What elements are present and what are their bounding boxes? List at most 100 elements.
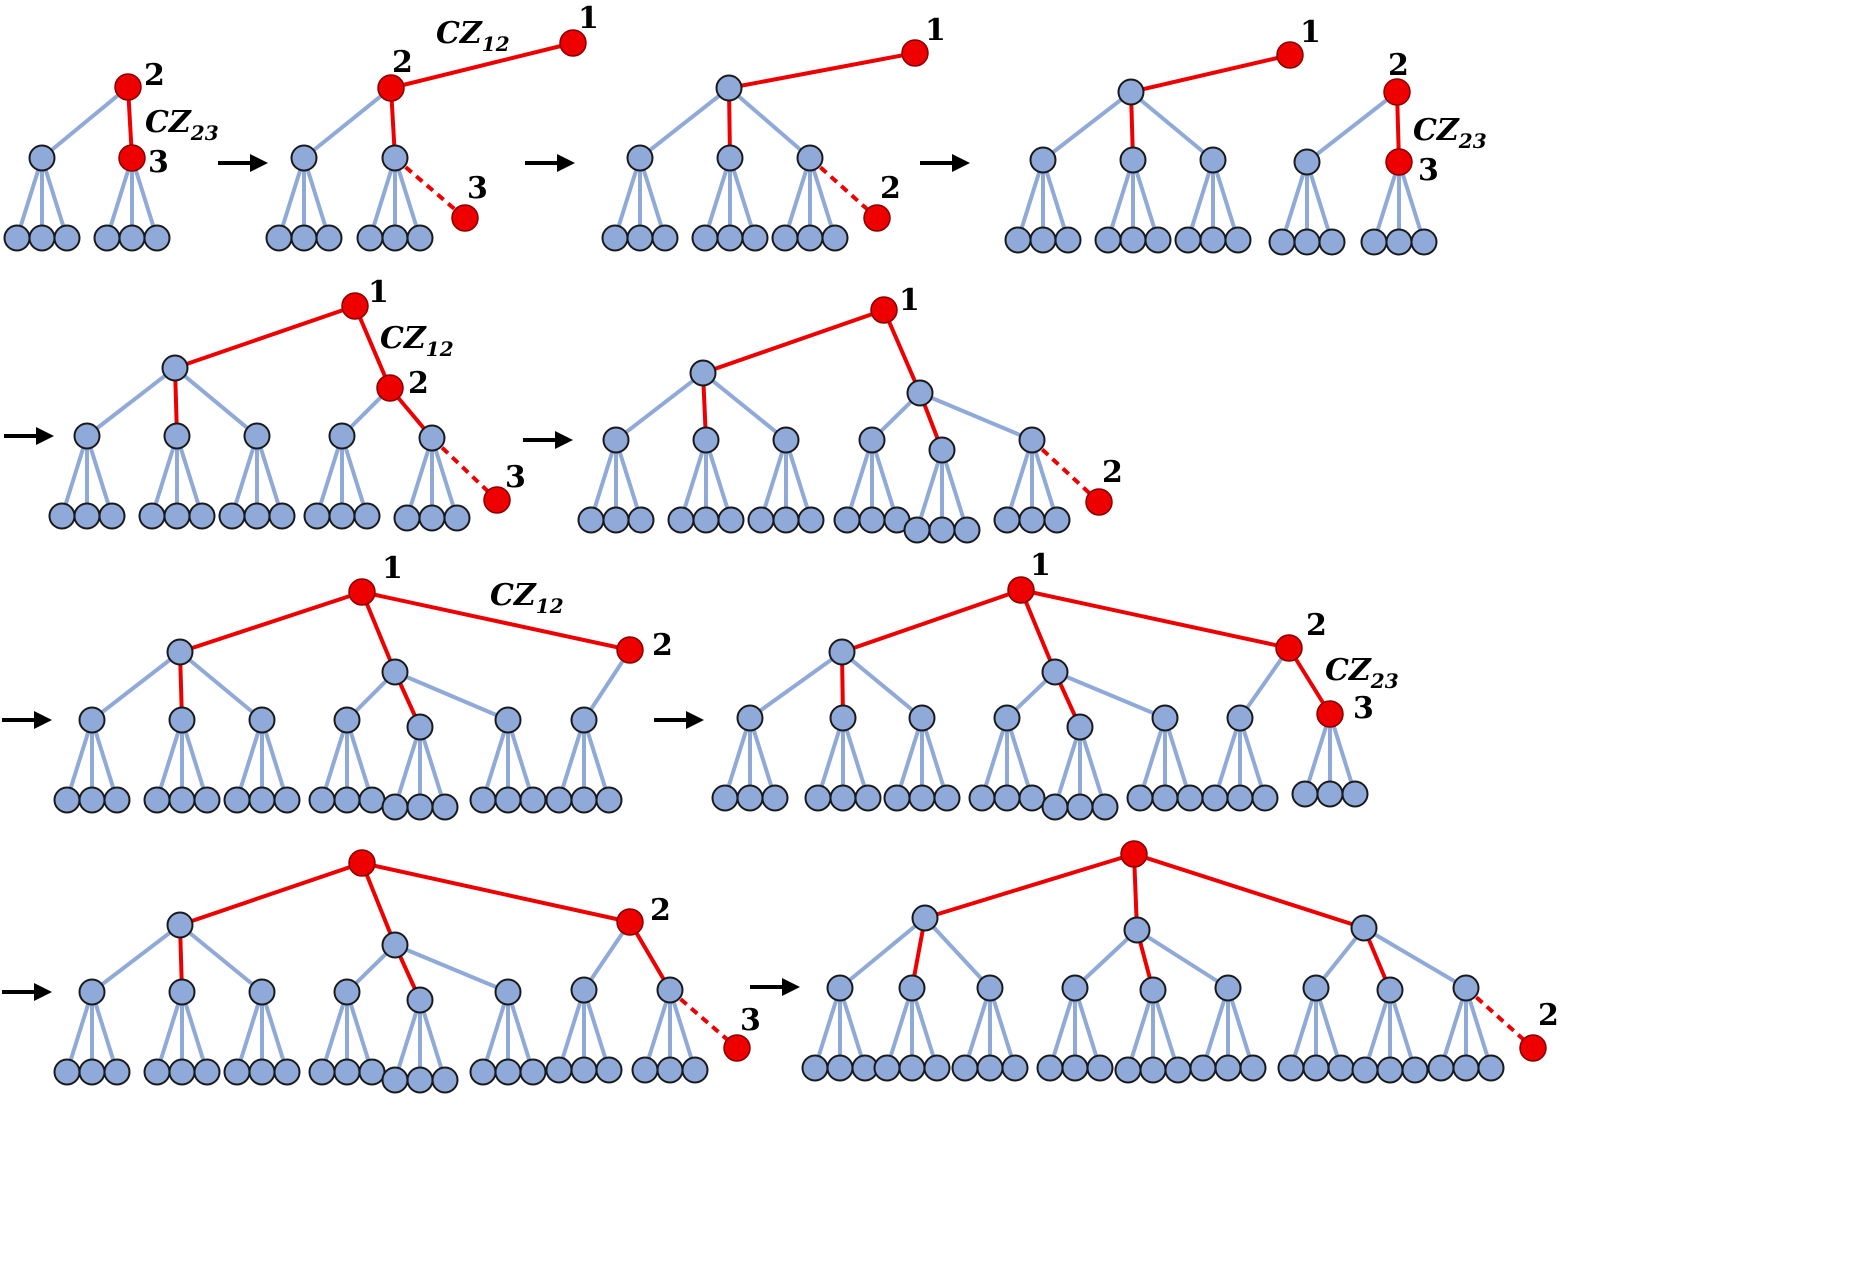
blue-qubit-node <box>570 1056 598 1084</box>
blue-qubit-node <box>143 786 171 814</box>
blue-edge <box>1362 926 1468 990</box>
blue-qubit-node <box>1126 784 1154 812</box>
blue-edge <box>1106 159 1135 241</box>
blue-edge <box>155 719 184 801</box>
blue-qubit-node <box>418 504 446 532</box>
blue-qubit-node <box>1199 146 1227 174</box>
edges-layer <box>15 41 1535 1081</box>
blue-qubit-node <box>577 506 605 534</box>
blue-qubit-node <box>681 1056 709 1084</box>
blue-qubit-node <box>248 1058 276 1086</box>
blue-qubit-node <box>431 1066 459 1094</box>
blue-qubit-node <box>78 1058 106 1086</box>
blue-qubit-node <box>73 422 101 450</box>
blue-qubit-node <box>469 1058 497 1086</box>
blue-edge <box>1030 439 1059 521</box>
blue-qubit-node <box>1114 1056 1142 1084</box>
blue-edge <box>1005 439 1034 521</box>
blue-edge <box>180 719 209 801</box>
blue-qubit-node <box>1291 780 1319 808</box>
blue-edge <box>1138 717 1167 799</box>
red-qubit-node <box>616 908 644 936</box>
blue-edge <box>895 717 924 799</box>
blue-qubit-node <box>1341 780 1369 808</box>
blue-qubit-node <box>928 436 956 464</box>
qubit-label-q2: 2 <box>1306 608 1327 643</box>
red-qubit-node <box>1085 488 1113 516</box>
blue-edge <box>235 719 264 801</box>
blue-qubit-node <box>1477 1054 1505 1082</box>
qubit-label-q1: 1 <box>1300 15 1321 50</box>
blue-qubit-node <box>1302 974 1330 1002</box>
blue-edge <box>838 916 927 990</box>
qubit-label-q3: 3 <box>505 460 526 495</box>
blue-qubit-node <box>1094 226 1122 254</box>
blue-edge <box>638 157 667 239</box>
blue-edge <box>582 648 632 722</box>
blue-qubit-node <box>28 144 56 172</box>
blue-edge <box>668 989 697 1071</box>
blue-edge <box>915 449 944 531</box>
blue-edge <box>1129 90 1215 162</box>
blue-qubit-node <box>265 224 293 252</box>
blue-qubit-node <box>1018 506 1046 534</box>
arrow-head <box>555 431 573 449</box>
arrow-head <box>250 154 268 172</box>
blue-qubit-node <box>393 504 421 532</box>
blue-qubit-node <box>1302 1054 1330 1082</box>
blue-qubit-node <box>218 502 246 530</box>
blue-qubit-node <box>166 911 194 939</box>
blue-qubit-node <box>519 786 547 814</box>
blue-qubit-node <box>1224 226 1252 254</box>
blue-edge <box>340 435 369 517</box>
blue-edge <box>980 717 1009 799</box>
blue-edge <box>1151 989 1180 1071</box>
blue-edge <box>230 435 259 517</box>
qubit-label-q1: 1 <box>899 283 920 318</box>
blue-qubit-node <box>602 426 630 454</box>
blue-edge <box>1314 987 1343 1069</box>
blue-qubit-node <box>1086 1054 1114 1082</box>
blue-qubit-node <box>906 379 934 407</box>
blue-edge <box>816 717 845 799</box>
qubit-label-q2: 2 <box>392 45 413 80</box>
blue-qubit-node <box>1036 1054 1064 1082</box>
blue-edge <box>393 157 422 239</box>
arrow-head <box>36 427 54 445</box>
red-qubit-node <box>1007 576 1035 604</box>
blue-qubit-node <box>103 1058 131 1086</box>
blue-qubit-node <box>717 506 745 534</box>
blue-qubit-node <box>804 784 832 812</box>
blue-qubit-node <box>771 224 799 252</box>
blue-qubit-node <box>1199 226 1227 254</box>
blue-qubit-node <box>1139 976 1167 1004</box>
blue-qubit-node <box>691 224 719 252</box>
blue-qubit-node <box>303 502 331 530</box>
blue-edge <box>1073 987 1102 1069</box>
blue-qubit-node <box>689 359 717 387</box>
blue-edge <box>963 987 992 1069</box>
blue-edge <box>1238 717 1267 799</box>
blue-qubit-node <box>358 1058 386 1086</box>
red-edge <box>702 308 885 375</box>
blue-qubit-node <box>570 786 598 814</box>
blue-qubit-node <box>328 502 356 530</box>
blue-qubit-node <box>692 426 720 454</box>
blue-edge <box>368 157 397 239</box>
blue-edge <box>1363 989 1392 1071</box>
blue-edge <box>728 157 757 239</box>
blue-edge <box>418 726 447 808</box>
blue-qubit-node <box>381 224 409 252</box>
arrow-head <box>34 983 52 1001</box>
blue-qubit-node <box>1251 784 1279 812</box>
blue-edge <box>393 726 422 808</box>
blue-qubit-node <box>28 224 56 252</box>
blue-qubit-node <box>1029 146 1057 174</box>
blue-edge <box>1005 717 1034 799</box>
blue-qubit-node <box>601 224 629 252</box>
blue-qubit-node <box>545 786 573 814</box>
blue-edge <box>1054 670 1166 720</box>
red-qubit-node <box>376 374 404 402</box>
red-edge <box>728 51 916 90</box>
blue-edge <box>1131 159 1160 241</box>
